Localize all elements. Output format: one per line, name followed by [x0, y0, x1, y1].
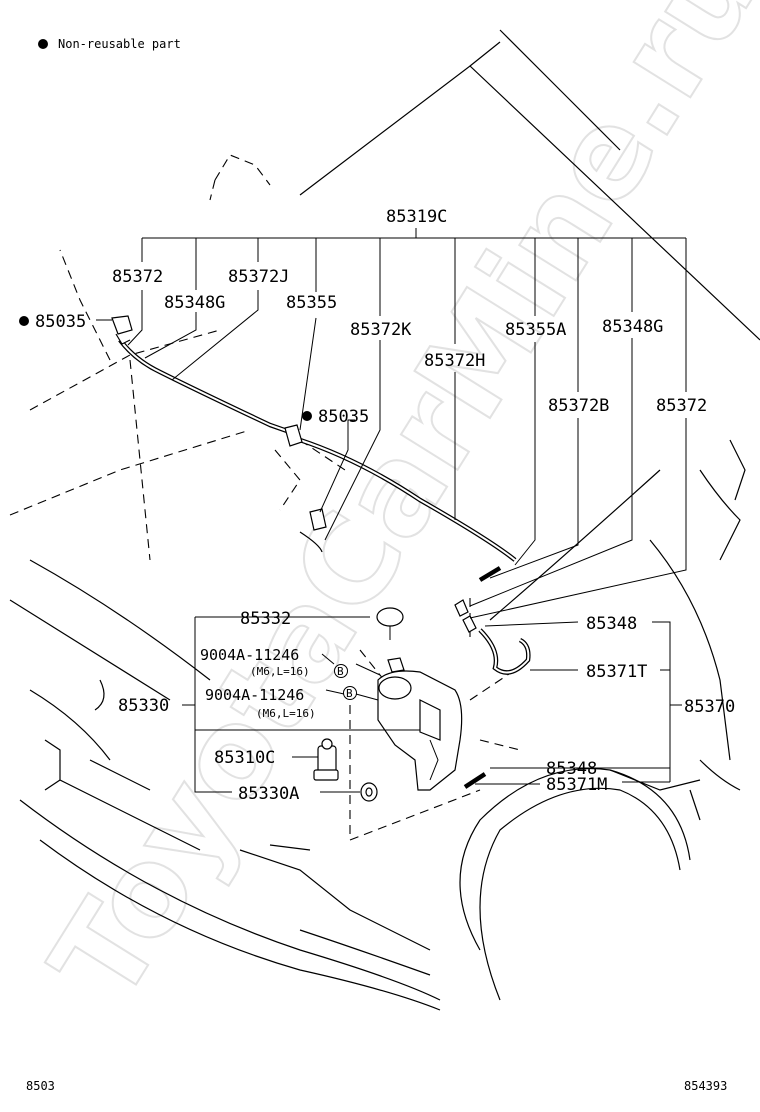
callout-85370: 85370 — [684, 697, 735, 717]
callout-85035: 85035 — [318, 407, 369, 427]
mark-b-text: B — [346, 687, 353, 700]
part-callouts: 85319C 85372 85348G 85372J 85355 85035 8… — [35, 207, 735, 804]
washer-tank — [377, 657, 463, 791]
footer-diagram-number: 854393 — [684, 1079, 727, 1093]
callout-85372K: 85372K — [350, 320, 412, 340]
callout-85348: 85348 — [546, 759, 597, 779]
washer-motor-pump — [313, 738, 339, 781]
leader-lines — [96, 228, 687, 793]
hose-joint-right — [454, 599, 477, 633]
washer-hose-center — [299, 437, 517, 562]
callout-85319C: 85319C — [386, 207, 447, 227]
callout-85035: 85035 — [35, 312, 86, 332]
mark-b-text: B — [337, 665, 344, 678]
callout-85355: 85355 — [286, 293, 337, 313]
callout-85332: 85332 — [240, 609, 291, 629]
non-reusable-bullet-icon — [38, 39, 48, 49]
washer-nozzle-left — [111, 315, 133, 345]
washer-nozzle-lower — [299, 508, 327, 553]
callout-85372B: 85372B — [548, 396, 609, 416]
washer-hose-short — [478, 566, 502, 582]
callout-9004A-11246: 9004A-11246 — [205, 686, 304, 704]
non-reusable-bullet-icon — [19, 316, 29, 326]
mark-b-icon: B — [343, 686, 357, 700]
callout-85372H: 85372H — [424, 351, 485, 371]
footer-page-code: 8503 — [26, 1079, 55, 1093]
callout-85371M: 85371M — [546, 775, 607, 795]
washer-hose-tank-lower — [463, 772, 487, 789]
callout-spec: (M6,L=16) — [256, 707, 316, 720]
washer-nozzle-center — [284, 424, 303, 447]
callout-85372: 85372 — [112, 267, 163, 287]
mark-b-icon: B — [334, 664, 348, 678]
washer-hose-front — [118, 338, 291, 435]
callout-85355A: 85355A — [505, 320, 566, 340]
callout-85348G: 85348G — [602, 317, 663, 337]
callout-85310C: 85310C — [214, 748, 275, 768]
callout-85330: 85330 — [118, 696, 169, 716]
pump-grommet — [360, 782, 378, 802]
callout-85372J: 85372J — [228, 267, 289, 287]
callout-9004A-11246: 9004A-11246 — [200, 646, 299, 664]
legend-text: Non-reusable part — [58, 37, 181, 51]
callout-spec: (M6,L=16) — [250, 665, 310, 678]
callout-85330A: 85330A — [238, 784, 299, 804]
non-reusable-bullet-icon — [302, 411, 312, 421]
callout-85348G: 85348G — [164, 293, 225, 313]
watermark: ToyotaCarMine.ru — [24, 0, 760, 1025]
washer-tank-cap — [376, 607, 404, 640]
callout-85371T: 85371T — [586, 662, 647, 682]
washer-hose-to-tank — [478, 628, 531, 675]
vehicle-body-outline — [9, 29, 760, 1011]
callout-85372: 85372 — [656, 396, 707, 416]
callout-85348: 85348 — [586, 614, 637, 634]
